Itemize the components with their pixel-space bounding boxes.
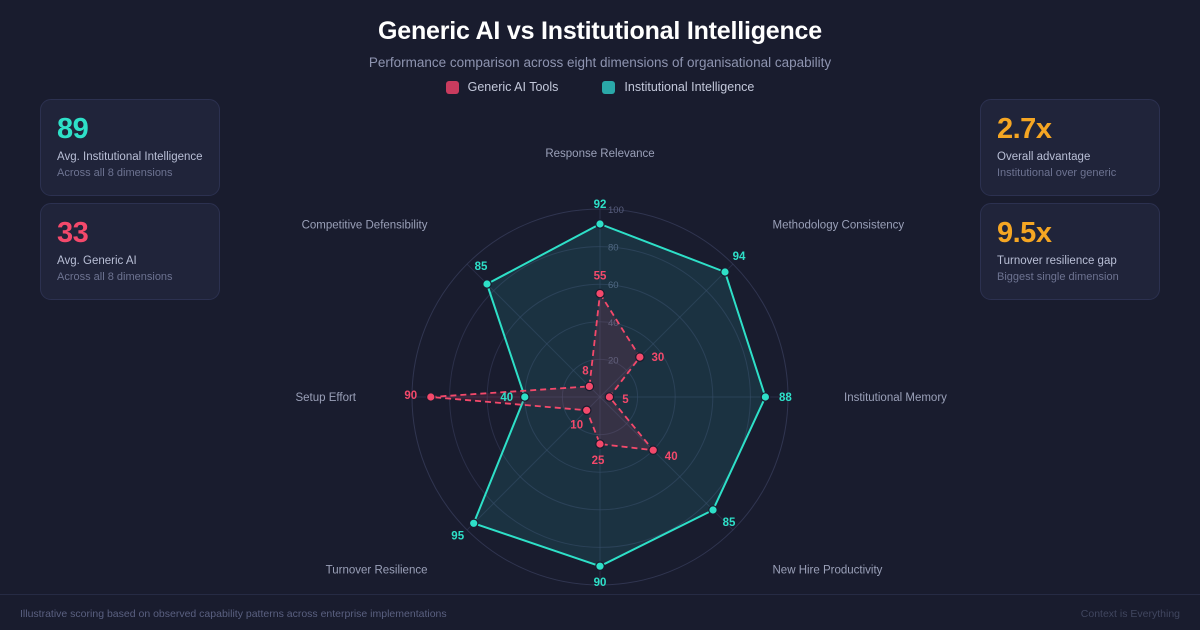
stat-value: 89 bbox=[57, 113, 89, 145]
stat-card-avg-generic: 33 Avg. Generic AI Across all 8 dimensio… bbox=[40, 203, 220, 301]
footer-divider bbox=[0, 594, 1200, 595]
axis-label-setup-effort: Setup Effort bbox=[295, 392, 356, 404]
generic-value-label: 5 bbox=[622, 394, 629, 406]
stat-card-turnover-gap: 9.5x Turnover resilience gap Biggest sin… bbox=[980, 203, 1160, 301]
institutional-value-label: 95 bbox=[451, 530, 464, 542]
institutional-point bbox=[468, 518, 479, 529]
radial-tick-label: 100 bbox=[608, 205, 624, 216]
page-subtitle: Performance comparison across eight dime… bbox=[368, 55, 832, 70]
legend-label-institutional: Institutional Intelligence bbox=[624, 80, 755, 94]
legend-item-institutional: Institutional Intelligence bbox=[602, 80, 754, 94]
institutional-point bbox=[760, 392, 771, 402]
institutional-value-label: 88 bbox=[779, 392, 792, 404]
legend-swatch-institutional bbox=[602, 80, 616, 94]
generic-point bbox=[648, 445, 658, 455]
axis-label-turnover-resilience: Turnover Resilience bbox=[326, 565, 428, 577]
stat-card-avg-institutional: 89 Avg. Institutional Intelligence Acros… bbox=[40, 99, 220, 197]
stat-sublabel: Across all 8 dimensions bbox=[57, 167, 173, 180]
generic-value-label: 90 bbox=[404, 390, 417, 402]
legend-item-generic: Generic AI Tools bbox=[445, 80, 559, 94]
stat-sublabel: Biggest single dimension bbox=[997, 271, 1119, 284]
stat-label: Overall advantage bbox=[997, 151, 1091, 164]
axis-spoke-5 bbox=[466, 396, 601, 531]
axis-label-methodology-consistency: Methodology Consistency bbox=[773, 220, 905, 232]
generic-point bbox=[604, 392, 615, 402]
generic-value-label: 40 bbox=[665, 451, 678, 463]
radial-tick-label: 20 bbox=[608, 355, 619, 366]
generic-point bbox=[595, 288, 605, 299]
stat-label: Avg. Institutional Intelligence bbox=[57, 151, 203, 164]
footer-brand: Context is Everything bbox=[1080, 608, 1180, 620]
legend-label-generic: Generic AI Tools bbox=[467, 80, 559, 94]
institutional-value-label: 90 bbox=[594, 577, 607, 589]
radial-tick-label: 60 bbox=[608, 280, 619, 291]
institutional-value-label: 85 bbox=[475, 261, 488, 273]
generic-value-label: 25 bbox=[592, 455, 605, 467]
institutional-point bbox=[520, 392, 530, 402]
axis-label-institutional-memory: Institutional Memory bbox=[844, 392, 947, 404]
generic-value-label: 55 bbox=[594, 271, 607, 283]
institutional-point bbox=[595, 561, 605, 571]
institutional-point bbox=[482, 279, 492, 289]
generic-point bbox=[581, 405, 592, 416]
axis-spoke-1 bbox=[599, 263, 734, 398]
stat-sublabel: Across all 8 dimensions bbox=[57, 271, 173, 284]
series-polygon-generic bbox=[429, 292, 655, 452]
page-title: Generic AI vs Institutional Intelligence bbox=[378, 17, 822, 45]
legend-swatch-generic bbox=[445, 80, 459, 94]
institutional-value-label: 40 bbox=[500, 392, 513, 404]
institutional-value-label: 94 bbox=[733, 251, 746, 263]
stat-value: 9.5x bbox=[997, 217, 1052, 249]
footer-note: Illustrative scoring based on observed c… bbox=[20, 608, 447, 620]
generic-value-label: 8 bbox=[582, 365, 589, 377]
stat-value: 33 bbox=[57, 217, 89, 249]
axis-label-response-relevance: Response Relevance bbox=[545, 148, 654, 160]
axis-label-new-hire-productivity: New Hire Productivity bbox=[773, 565, 883, 577]
generic-point bbox=[635, 352, 645, 362]
generic-point bbox=[426, 392, 436, 402]
institutional-point bbox=[708, 505, 718, 515]
institutional-value-label: 85 bbox=[723, 517, 736, 529]
radial-tick-label: 40 bbox=[608, 318, 619, 329]
chart-legend: Generic AI Tools Institutional Intellige… bbox=[0, 80, 1200, 94]
institutional-value-label: 92 bbox=[594, 199, 607, 211]
stat-label: Turnover resilience gap bbox=[997, 255, 1117, 268]
stat-sublabel: Institutional over generic bbox=[997, 167, 1117, 180]
institutional-point bbox=[720, 267, 730, 277]
stat-value: 2.7x bbox=[997, 113, 1052, 145]
axis-label-competitive-defensibility: Competitive Defensibility bbox=[302, 220, 428, 232]
institutional-point bbox=[595, 219, 605, 229]
stat-label: Avg. Generic AI bbox=[57, 255, 137, 268]
generic-point bbox=[584, 381, 595, 392]
radial-tick-label: 80 bbox=[608, 243, 619, 254]
header: Generic AI vs Institutional Intelligence… bbox=[0, 0, 1200, 94]
stat-card-overall-advantage: 2.7x Overall advantage Institutional ove… bbox=[980, 99, 1160, 197]
generic-value-label: 30 bbox=[652, 352, 665, 364]
generic-point bbox=[595, 439, 605, 449]
generic-value-label: 10 bbox=[570, 419, 583, 431]
